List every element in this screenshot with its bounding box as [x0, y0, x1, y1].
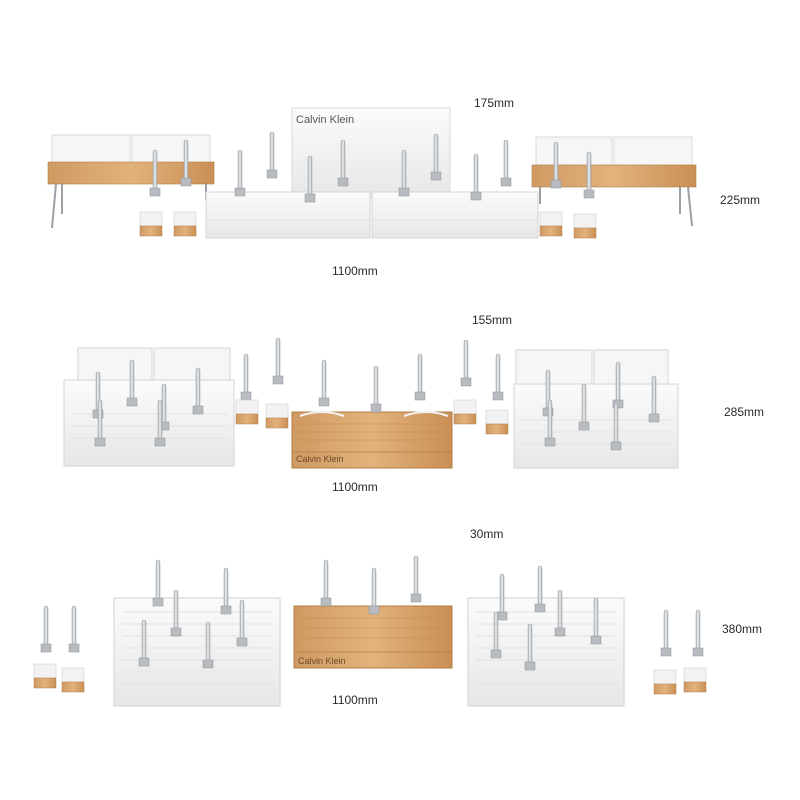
height-label-row-3: 380mm — [722, 622, 763, 636]
center-white-base — [205, 191, 539, 239]
left-wood-bench — [47, 134, 215, 229]
left-white-tray — [113, 597, 281, 707]
display-set-1 — [47, 107, 697, 239]
right-wood-bench — [531, 136, 697, 227]
center-wood-tray — [291, 411, 453, 469]
brand-logo-tray-2: Calvin Klein — [296, 454, 344, 464]
depth-label-row-2: 155mm — [472, 313, 513, 327]
brand-logo-sign: Calvin Klein — [296, 114, 354, 126]
width-label-row-1: 1100mm — [332, 264, 378, 278]
height-label-row-2: 285mm — [724, 405, 765, 419]
brand-logo-tray-3: Calvin Klein — [298, 656, 346, 666]
brand-sign-panel — [291, 107, 451, 199]
width-label-row-3: 1100mm — [332, 693, 378, 707]
depth-label-row-3: 30mm — [470, 527, 504, 541]
display-set-2 — [63, 337, 679, 469]
display-set-3 — [33, 555, 707, 707]
left-white-block — [63, 347, 235, 467]
width-label-row-2: 1100mm — [332, 480, 378, 494]
center-wood-tray-low — [293, 605, 453, 669]
height-label-row-1: 225mm — [720, 193, 761, 207]
depth-label-row-1: 175mm — [474, 96, 515, 110]
